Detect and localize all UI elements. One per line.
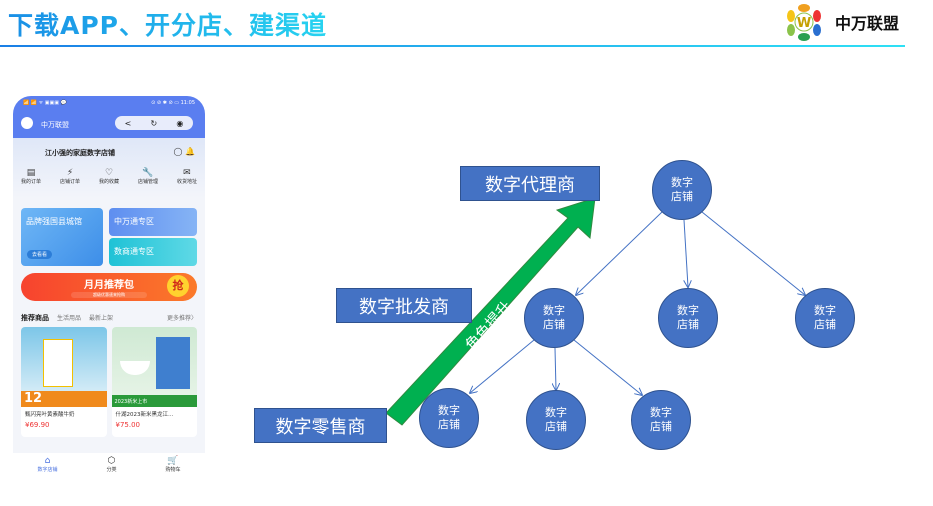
app-logo-icon <box>21 117 33 129</box>
nav-label: 分类 <box>106 467 117 473</box>
menu-label: 我的订单 <box>21 179 42 185</box>
product-name: 什湖2023新米黑龙江… <box>115 412 174 418</box>
nav-label: 购物车 <box>165 467 181 473</box>
promo-subtitle: 超级优惠速来抢购 <box>71 292 147 298</box>
brand-name: 中万联盟 <box>835 14 900 33</box>
node-label: 数字 店铺 <box>650 406 672 433</box>
header-divider <box>0 45 905 47</box>
shop-node: 数字 店铺 <box>631 390 691 450</box>
shop-node: 数字 店铺 <box>524 288 584 348</box>
shop-node: 数字 店铺 <box>795 288 855 348</box>
role-upgrade-arrow <box>385 197 596 426</box>
refresh-icon[interactable]: ↻ <box>150 118 158 128</box>
back-icon[interactable]: < <box>124 118 132 128</box>
grab-badge[interactable]: 抢 <box>167 275 189 297</box>
promo-title: 月月推荐包 <box>84 280 134 291</box>
shop-node: 数字 店铺 <box>652 160 712 220</box>
category-icon: ⬡ <box>107 456 116 466</box>
connector <box>555 347 556 390</box>
page-title: 下载APP、开分店、建渠道 <box>8 6 327 42</box>
svg-text:W: W <box>797 16 811 31</box>
mini-program-controls: < ↻ ◉ <box>115 116 193 130</box>
shop-menu: ▤我的订单 ⚡店铺订单 ♡我的收藏 🔧店铺管理 ✉收货地址 <box>21 168 197 185</box>
shop-node: 数字 店铺 <box>526 390 586 450</box>
node-label: 数字 店铺 <box>814 304 836 331</box>
product-badge: 2023新米上市 <box>111 395 197 407</box>
role-retailer: 数字零售商 <box>254 408 387 443</box>
app-name: 中万联盟 <box>41 121 69 129</box>
message-bell-icons[interactable]: ◯ 🔔 <box>173 147 195 156</box>
product-card[interactable]: 12 甄闪亮叶黄素酸牛奶 ¥69.90 <box>21 327 107 437</box>
shop-name: 江小强的家庭数字店铺 <box>45 149 115 157</box>
status-left: 📶 📶 ᯤ ▣▣▣ 💬 <box>23 100 67 106</box>
role-wholesaler: 数字批发商 <box>336 288 472 323</box>
node-label: 数字 店铺 <box>543 304 565 331</box>
tab-daily-goods[interactable]: 生活用品 <box>57 315 82 322</box>
menu-label: 店铺订单 <box>59 179 80 185</box>
brand-logo-icon: W <box>787 4 821 41</box>
status-right: ⊙ ⊘ ✱ ⊘ ▭ 11:05 <box>151 100 195 106</box>
phone-screenshot: 📶 📶 ᯤ ▣▣▣ 💬 ⊙ ⊘ ✱ ⊘ ▭ 11:05 中万联盟 < ↻ ◉ 江小… <box>13 96 205 482</box>
banner-zhongwantong[interactable]: 中万通专区 <box>109 208 197 236</box>
product-card[interactable]: 2023新米上市 什湖2023新米黑龙江… ¥75.00 <box>111 327 197 437</box>
home-icon: ⌂ <box>44 456 51 466</box>
product-name: 甄闪亮叶黄素酸牛奶 <box>25 412 75 418</box>
tab-recommended[interactable]: 推荐商品 <box>21 314 49 322</box>
connector <box>576 211 663 295</box>
connector <box>573 339 642 395</box>
menu-icon: ⚡ <box>66 168 74 178</box>
menu-item[interactable]: ✉收货地址 <box>177 168 197 185</box>
connector <box>683 219 688 287</box>
menu-icon: ✉ <box>183 168 191 178</box>
bottom-nav: ⌂数字店铺 ⬡分类 🛒购物车 <box>13 453 205 482</box>
nav-label: 数字店铺 <box>37 467 58 473</box>
menu-label: 我的收藏 <box>98 179 119 185</box>
tab-new-arrivals[interactable]: 最新上架 <box>89 315 114 322</box>
role-agent: 数字代理商 <box>460 166 600 201</box>
node-label: 数字 店铺 <box>677 304 699 331</box>
nav-cart[interactable]: 🛒购物车 <box>165 456 180 482</box>
menu-label: 店铺管理 <box>137 179 158 185</box>
promo-banner[interactable]: 月月推荐包超级优惠速来抢购 抢 <box>21 273 197 301</box>
node-label: 数字 店铺 <box>438 404 460 431</box>
menu-item[interactable]: 🔧店铺管理 <box>138 168 158 185</box>
menu-icon: ♡ <box>104 168 114 178</box>
shop-node: 数字 店铺 <box>419 388 479 448</box>
node-label: 数字 店铺 <box>671 176 693 203</box>
shop-node: 数字 店铺 <box>658 288 718 348</box>
go-see-button[interactable]: 去看看 <box>27 250 53 259</box>
product-badge: 12 <box>21 391 107 407</box>
menu-icon: ▤ <box>26 168 36 178</box>
node-label: 数字 店铺 <box>545 406 567 433</box>
nav-digital-shop[interactable]: ⌂数字店铺 <box>37 456 57 482</box>
menu-item[interactable]: ♡我的收藏 <box>99 168 119 185</box>
connector <box>470 339 535 393</box>
banner-county-pavilion[interactable]: 品牌强国县城馆去看看 <box>21 208 103 266</box>
more-link[interactable]: 更多推荐〉 <box>166 315 197 322</box>
banner-shushangtong[interactable]: 数商通专区 <box>109 238 197 266</box>
nav-category[interactable]: ⬡分类 <box>106 456 116 482</box>
product-price: ¥69.90 <box>25 421 50 429</box>
connector <box>701 211 805 295</box>
target-icon[interactable]: ◉ <box>176 118 184 128</box>
menu-icon: 🔧 <box>142 168 154 178</box>
menu-label: 收货地址 <box>176 179 197 185</box>
product-price: ¥75.00 <box>115 421 141 429</box>
banner-title: 品牌强国县城馆 <box>26 217 82 226</box>
status-bar: 📶 📶 ᯤ ▣▣▣ 💬 ⊙ ⊘ ✱ ⊘ ▭ 11:05 <box>23 100 195 106</box>
menu-item[interactable]: ▤我的订单 <box>21 168 41 185</box>
product-image: 12 <box>21 327 107 407</box>
menu-item[interactable]: ⚡店铺订单 <box>60 168 80 185</box>
cart-icon: 🛒 <box>167 456 179 466</box>
product-image: 2023新米上市 <box>111 327 197 407</box>
